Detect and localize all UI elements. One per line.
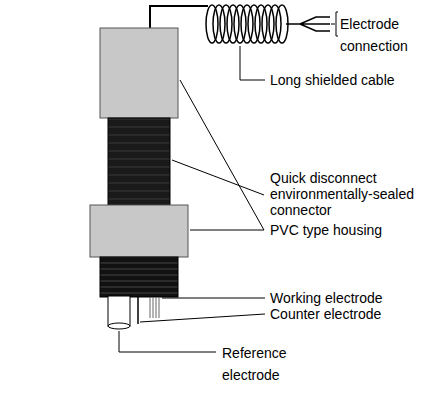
cable-label: Long shielded cable: [270, 72, 418, 88]
cable-wire: [150, 6, 208, 28]
housing-label: PVC type housing: [270, 222, 418, 238]
reference-electrode-tip: [108, 323, 130, 329]
upper-housing: [100, 28, 178, 118]
connector-label: Quick disconnect environmentally-sealed …: [270, 170, 416, 218]
pvc-housing: [90, 205, 188, 257]
reference-electrode-label: Reference electrode: [222, 342, 302, 386]
leader-lines: [119, 46, 265, 352]
threaded-base: [100, 257, 178, 297]
electrode-prongs: [286, 17, 330, 31]
working-electrode-label: Working electrode: [270, 290, 418, 306]
counter-electrode-label: Counter electrode: [270, 306, 418, 322]
reference-electrode: [108, 296, 130, 326]
connection-label: Electrode connection: [340, 13, 418, 57]
connection-bracket: [331, 12, 338, 36]
counter-electrode: [137, 297, 139, 324]
cable-coil: [206, 5, 288, 43]
quick-disconnect-connector: [108, 118, 170, 205]
working-electrode: [150, 297, 159, 318]
